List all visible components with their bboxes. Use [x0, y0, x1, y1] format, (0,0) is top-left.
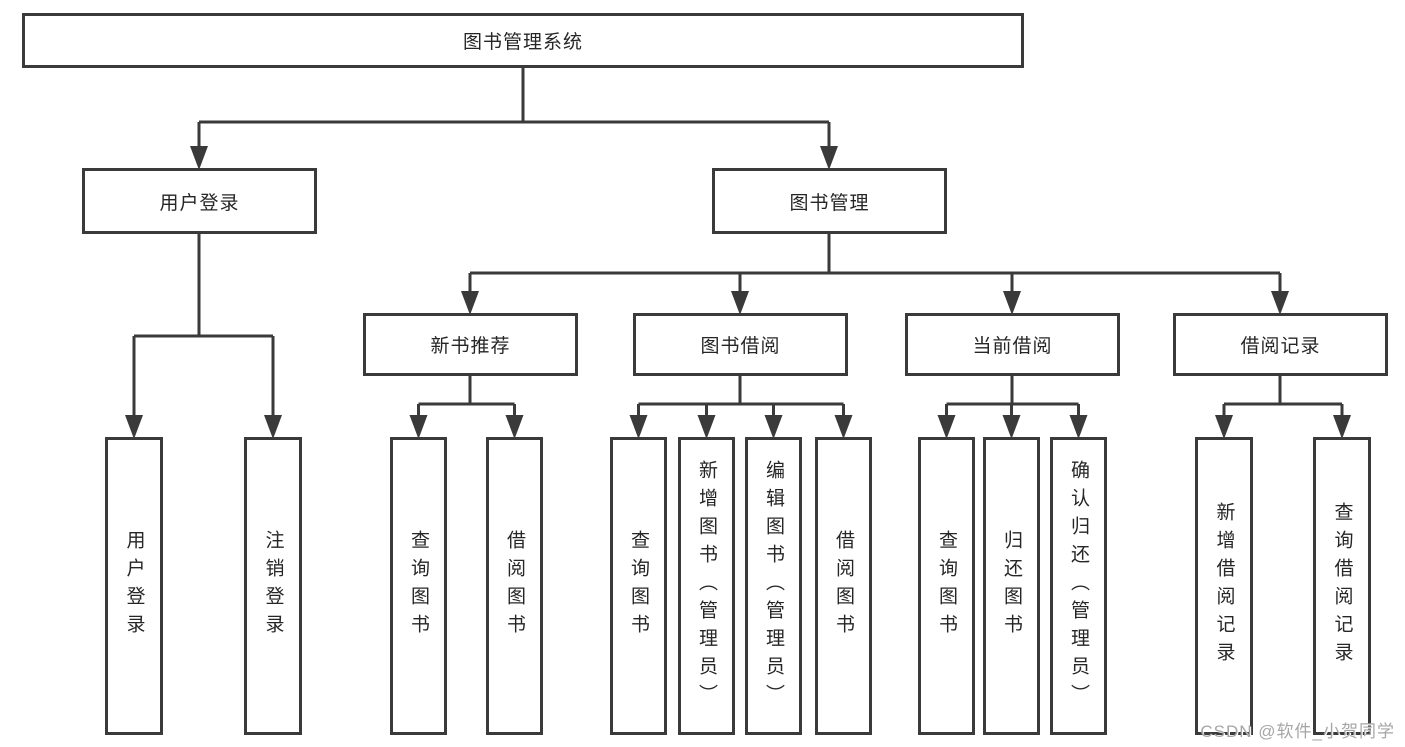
- leaf-query-books-borrow: 查询图书: [610, 437, 667, 735]
- leaf-logout-label: 注销登录: [262, 530, 284, 642]
- leaf-add-borrow-record-label: 新增借阅记录: [1213, 502, 1235, 670]
- node-root: 图书管理系统: [22, 13, 1024, 68]
- leaf-query-borrow-record-label: 查询借阅记录: [1331, 502, 1353, 670]
- leaf-borrow-books-label: 借阅图书: [833, 530, 854, 642]
- leaf-return-books-label: 归还图书: [1001, 530, 1022, 642]
- node-book-borrowing: 图书借阅: [633, 313, 848, 376]
- leaf-query-books-recommend-label: 查询图书: [408, 530, 429, 642]
- node-borrowing-records: 借阅记录: [1173, 313, 1388, 376]
- leaf-borrow-books-recommend-label: 借阅图书: [504, 530, 525, 642]
- node-root-label: 图书管理系统: [462, 32, 583, 53]
- leaf-add-books-admin: 新增图书（管理员）: [678, 437, 735, 735]
- leaf-confirm-return-admin: 确认归还（管理员）: [1050, 437, 1107, 735]
- csdn-watermark: CSDN @软件_小贺同学: [1200, 722, 1395, 741]
- leaf-query-books-current-label: 查询图书: [936, 530, 957, 642]
- node-book-management: 图书管理: [712, 168, 947, 234]
- leaf-query-borrow-record: 查询借阅记录: [1313, 437, 1371, 735]
- node-borrowing-records-label: 借阅记录: [1240, 336, 1321, 357]
- node-user-login: 用户登录: [82, 168, 317, 234]
- node-new-book-recommend-label: 新书推荐: [430, 336, 511, 357]
- leaf-return-books: 归还图书: [983, 437, 1040, 735]
- leaf-user-login: 用户登录: [105, 437, 163, 735]
- node-current-borrowing: 当前借阅: [905, 313, 1120, 376]
- node-book-management-label: 图书管理: [789, 192, 870, 214]
- leaf-borrow-books: 借阅图书: [815, 437, 872, 735]
- node-user-login-label: 用户登录: [159, 192, 240, 214]
- node-new-book-recommend: 新书推荐: [363, 313, 578, 376]
- leaf-confirm-return-admin-label: 确认归还（管理员）: [1068, 460, 1089, 712]
- node-current-borrowing-label: 当前借阅: [972, 336, 1053, 357]
- node-book-borrowing-label: 图书借阅: [700, 336, 781, 357]
- leaf-query-books-borrow-label: 查询图书: [628, 530, 649, 642]
- leaf-logout: 注销登录: [244, 437, 302, 735]
- leaf-add-borrow-record: 新增借阅记录: [1195, 437, 1253, 735]
- leaf-edit-books-admin: 编辑图书（管理员）: [745, 437, 802, 735]
- leaf-borrow-books-recommend: 借阅图书: [486, 437, 543, 735]
- leaf-query-books-recommend: 查询图书: [390, 437, 447, 735]
- leaf-query-books-current: 查询图书: [918, 437, 975, 735]
- leaf-user-login-label: 用户登录: [123, 530, 145, 642]
- leaf-add-books-admin-label: 新增图书（管理员）: [696, 460, 717, 712]
- leaf-edit-books-admin-label: 编辑图书（管理员）: [763, 460, 784, 712]
